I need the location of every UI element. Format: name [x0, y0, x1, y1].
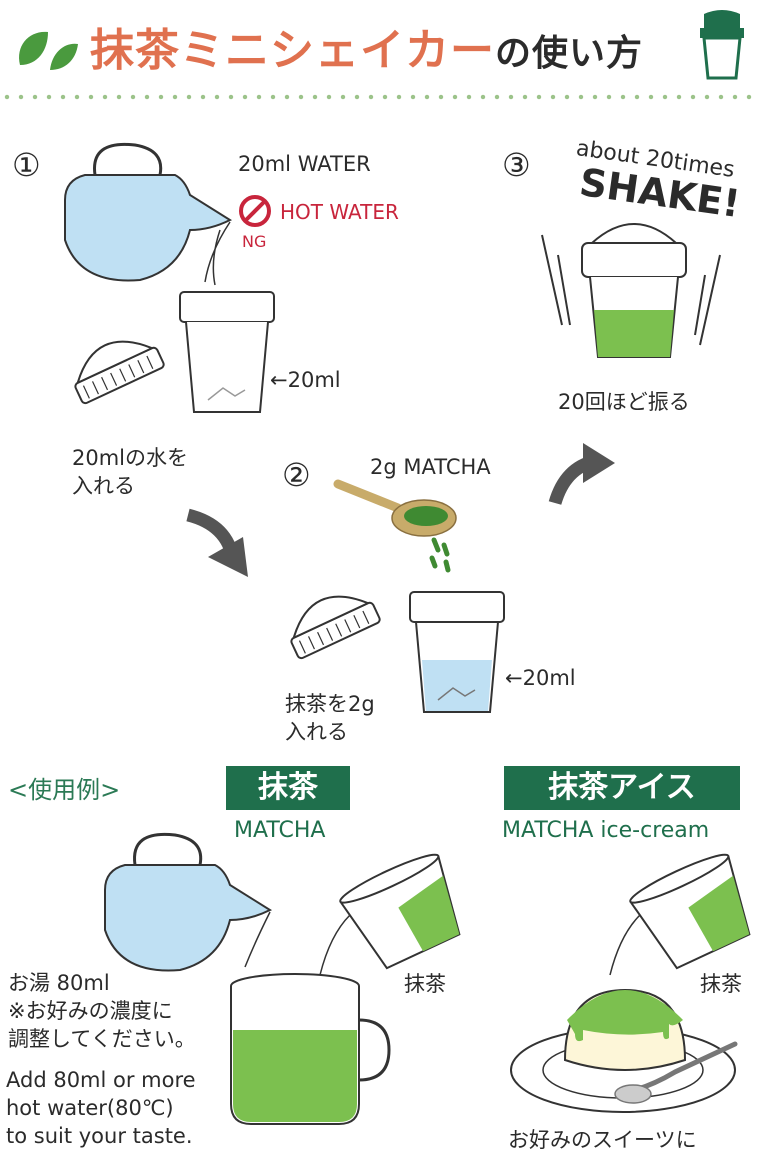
- shaker-lid-illustration: [74, 340, 165, 405]
- matcha-band: 抹茶: [226, 766, 350, 810]
- hot-water-label: HOT WATER: [280, 200, 399, 224]
- hot-water-pitcher-illustration: [104, 832, 273, 972]
- matcha-amount-label: 2g MATCHA: [370, 455, 491, 479]
- matcha-english-note-line1: Add 80ml or more: [6, 1068, 196, 1092]
- arrow-icon: [548, 443, 615, 505]
- water-amount-label: 20ml WATER: [238, 152, 371, 176]
- ice-glass-label: 抹茶: [700, 972, 742, 996]
- examples-heading: <使用例>: [8, 776, 121, 804]
- step3-number: ③: [502, 146, 531, 184]
- step2-caption-line2: 入れる: [285, 720, 348, 744]
- matcha-glass-illustration: [319, 853, 461, 976]
- shaker-icon: [700, 10, 744, 80]
- no-hot-water-icon: [239, 195, 271, 227]
- matcha-note-line2: ※お好みの濃度に: [8, 999, 173, 1023]
- shaking-cup-illustration: [541, 223, 721, 358]
- ice-english-label: MATCHA ice-cream: [502, 818, 710, 843]
- matcha-note-line3: 調整してください。: [8, 1027, 196, 1051]
- shaker-cup-water-illustration: [409, 591, 505, 713]
- matcha-glass-illustration: [609, 853, 751, 976]
- shaker-lid-illustration: [290, 595, 381, 660]
- page-title: 抹茶ミニシェイカーの使い方: [90, 25, 644, 76]
- step1-fill-mark: ←20ml: [270, 368, 341, 392]
- step2-number: ②: [282, 456, 311, 494]
- matcha-note-line1: お湯 80ml: [8, 971, 110, 995]
- matcha-english-note-line2: hot water(80℃): [6, 1096, 174, 1120]
- step3-caption: 20回ほど振る: [558, 390, 690, 414]
- arrow-icon: [186, 508, 248, 577]
- step2-caption-line1: 抹茶を2g: [285, 692, 375, 716]
- water-pitcher-illustration: [64, 142, 233, 286]
- matcha-english-label: MATCHA: [234, 818, 326, 843]
- ng-label: NG: [242, 232, 267, 251]
- shaker-cup-illustration: [179, 291, 275, 413]
- ice-cream-dessert-illustration: [510, 988, 738, 1113]
- step1-number: ①: [12, 146, 41, 184]
- header-divider: [0, 94, 760, 100]
- step1-caption-line1: 20mlの水を: [72, 446, 189, 470]
- matcha-mug-illustration: [230, 973, 391, 1125]
- ice-caption: お好みのスイーツに: [508, 1128, 697, 1152]
- ice-band: 抹茶アイス: [504, 766, 740, 810]
- leaf-icon: [19, 31, 78, 70]
- matcha-glass-label: 抹茶: [404, 972, 446, 996]
- step1-caption-line2: 入れる: [72, 474, 135, 498]
- step2-fill-mark: ←20ml: [505, 666, 576, 690]
- matcha-english-note-line3: to suit your taste.: [6, 1124, 193, 1148]
- spoon-illustration: [333, 479, 457, 573]
